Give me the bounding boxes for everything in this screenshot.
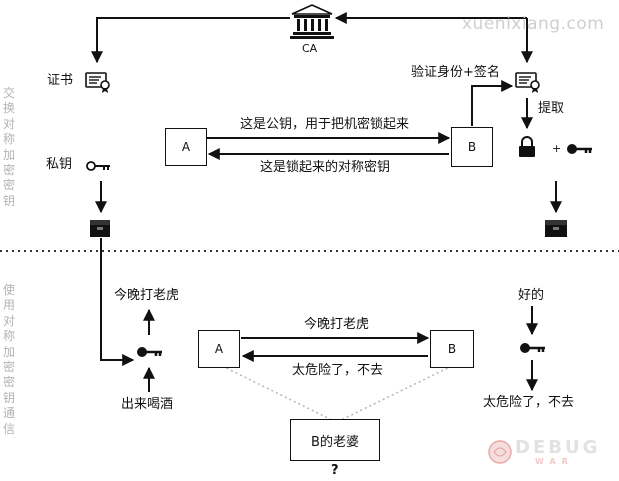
logo-text-sub: WAR bbox=[535, 457, 574, 466]
symmetric-key-icon bbox=[137, 347, 162, 357]
symmetric-key-icon bbox=[520, 343, 545, 353]
ca-to-cert-arrow bbox=[91, 17, 290, 64]
verified-certificate-icon bbox=[515, 72, 540, 93]
debug-war-logo: DEBUG WAR bbox=[515, 439, 600, 467]
section-label-key-exchange: 交换对称加密密钥 bbox=[2, 86, 15, 208]
private-key-label: 私钥 bbox=[46, 157, 73, 172]
plus-sign: + bbox=[552, 142, 562, 155]
left-top-message: 今晚打老虎 bbox=[114, 288, 180, 303]
watermark: xuenixiang.com bbox=[462, 14, 605, 34]
left-bottom-message: 出来喝酒 bbox=[121, 397, 174, 412]
question-mark: ? bbox=[331, 463, 339, 478]
tiger-message: 今晚打老虎 bbox=[304, 317, 370, 332]
symmetric-key-icon bbox=[567, 144, 592, 154]
section-label-symmetric-comm: 使用对称加密密钥通信 bbox=[2, 283, 15, 436]
brain-logo-icon bbox=[488, 440, 512, 464]
right-top-message: 好的 bbox=[518, 288, 545, 303]
danger-message: 太危险了，不去 bbox=[292, 363, 384, 378]
padlock-icon bbox=[519, 136, 535, 157]
locked-box-icon bbox=[90, 220, 110, 237]
eavesdrop-line-right bbox=[338, 365, 453, 422]
party-b-box: B bbox=[430, 330, 474, 368]
verify-label: 验证身份+签名 bbox=[411, 65, 500, 80]
ca-label: CA bbox=[302, 42, 318, 55]
locked-box-icon bbox=[545, 220, 567, 237]
party-b-box: B bbox=[451, 127, 493, 167]
party-a-box: A bbox=[165, 128, 207, 166]
public-key-message: 这是公钥，用于把机密锁起来 bbox=[240, 117, 410, 132]
locked-key-message: 这是锁起来的对称密钥 bbox=[260, 160, 391, 175]
ca-bank-icon bbox=[290, 4, 334, 39]
extract-label: 提取 bbox=[538, 101, 565, 116]
certificate-icon bbox=[85, 72, 110, 93]
box-to-key-arrow bbox=[100, 238, 135, 366]
eavesdropper-box: B的老婆 bbox=[290, 419, 380, 461]
party-a-box: A bbox=[198, 330, 240, 368]
b-to-verify-arrow bbox=[471, 80, 514, 126]
right-bottom-message: 太危险了，不去 bbox=[483, 395, 575, 410]
cert-label: 证书 bbox=[47, 73, 74, 88]
private-key-icon bbox=[86, 161, 110, 171]
eavesdrop-line-left bbox=[221, 365, 335, 422]
logo-text-main: DEBUG bbox=[515, 437, 601, 458]
